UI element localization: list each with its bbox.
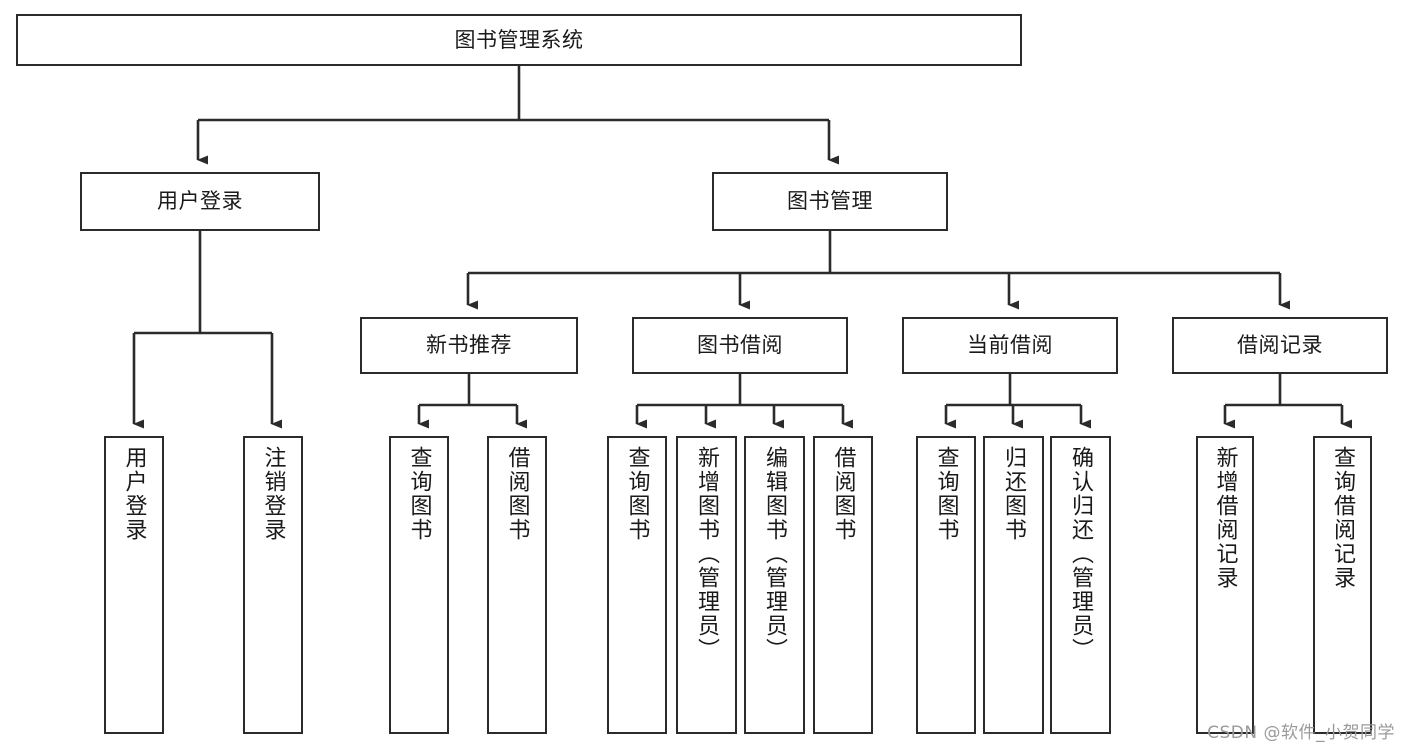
node-leaf-add-record-label: 新增借阅记录 [1212, 446, 1238, 590]
node-borrow-record-label: 借阅记录 [1237, 333, 1323, 358]
node-leaf-logout[interactable]: 注销登录 [243, 436, 303, 734]
node-leaf-logout-label: 注销登录 [260, 446, 286, 542]
node-root-label: 图书管理系统 [454, 27, 584, 52]
node-leaf-add-book[interactable]: 新增图书（管理员） [676, 436, 737, 734]
node-leaf-return-book[interactable]: 归还图书 [983, 436, 1044, 734]
node-leaf-add-record[interactable]: 新增借阅记录 [1196, 436, 1254, 734]
node-leaf-borrow-book-2[interactable]: 借阅图书 [813, 436, 873, 734]
node-leaf-query-book-1[interactable]: 查询图书 [389, 436, 449, 734]
node-leaf-add-book-label: 新增图书（管理员） [694, 446, 720, 662]
node-user-login-label: 用户登录 [157, 189, 243, 214]
node-new-book-rec[interactable]: 新书推荐 [360, 317, 578, 374]
node-leaf-query-record[interactable]: 查询借阅记录 [1313, 436, 1372, 734]
node-leaf-confirm-return-label: 确认归还（管理员） [1068, 446, 1094, 662]
node-leaf-edit-book-label: 编辑图书（管理员） [762, 446, 788, 662]
node-new-book-rec-label: 新书推荐 [426, 333, 512, 358]
node-leaf-return-book-label: 归还图书 [1001, 446, 1027, 542]
node-leaf-query-book-3[interactable]: 查询图书 [916, 436, 976, 734]
node-leaf-edit-book[interactable]: 编辑图书（管理员） [744, 436, 805, 734]
node-current-borrow[interactable]: 当前借阅 [902, 317, 1118, 374]
node-book-borrow[interactable]: 图书借阅 [632, 317, 848, 374]
node-leaf-query-record-label: 查询借阅记录 [1330, 446, 1356, 590]
node-leaf-confirm-return[interactable]: 确认归还（管理员） [1050, 436, 1111, 734]
node-leaf-user-login-label: 用户登录 [121, 446, 147, 542]
node-leaf-query-book-3-label: 查询图书 [933, 446, 959, 542]
node-current-borrow-label: 当前借阅 [967, 333, 1053, 358]
node-leaf-query-book-1-label: 查询图书 [406, 446, 432, 542]
csdn-watermark: CSDN @软件_小贺同学 [1207, 723, 1395, 743]
node-leaf-borrow-book-1[interactable]: 借阅图书 [487, 436, 547, 734]
node-root[interactable]: 图书管理系统 [16, 14, 1022, 66]
node-leaf-borrow-book-1-label: 借阅图书 [504, 446, 530, 542]
node-book-manage[interactable]: 图书管理 [712, 172, 948, 231]
node-leaf-borrow-book-2-label: 借阅图书 [830, 446, 856, 542]
node-leaf-query-book-2[interactable]: 查询图书 [607, 436, 667, 734]
node-borrow-record[interactable]: 借阅记录 [1172, 317, 1388, 374]
node-leaf-user-login[interactable]: 用户登录 [104, 436, 164, 734]
node-user-login[interactable]: 用户登录 [80, 172, 320, 231]
node-book-borrow-label: 图书借阅 [697, 333, 783, 358]
node-book-manage-label: 图书管理 [787, 189, 873, 214]
node-leaf-query-book-2-label: 查询图书 [624, 446, 650, 542]
